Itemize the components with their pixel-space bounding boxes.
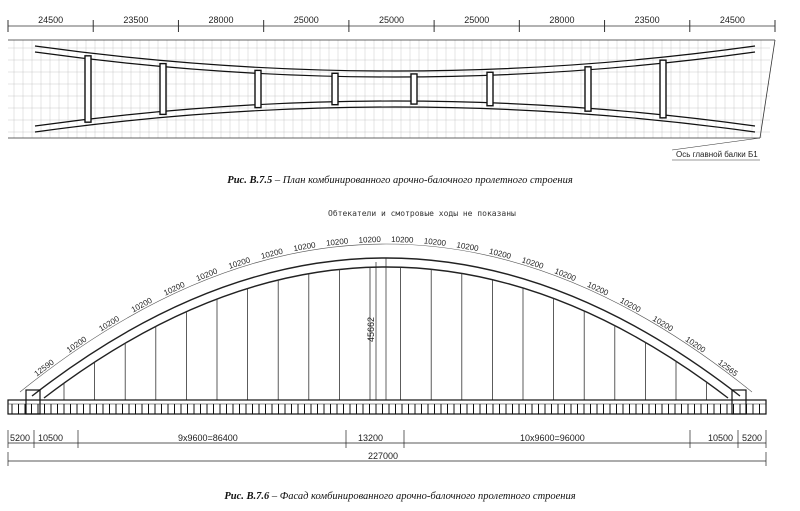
axis-label: Ось главной балки Б1 bbox=[676, 150, 758, 159]
plan-top-chord-inner bbox=[34, 51, 756, 78]
arch-dim-18: 10200 bbox=[618, 296, 642, 315]
plan-dim-8: 24500 bbox=[720, 15, 745, 25]
arch-dim-15: 10200 bbox=[521, 255, 545, 271]
crossbeam bbox=[584, 66, 592, 112]
bottom-dim-5: 10x9600=96000 bbox=[520, 433, 585, 443]
arch-dim-20: 10200 bbox=[684, 335, 708, 355]
axis-leader bbox=[671, 137, 761, 151]
right-support bbox=[731, 389, 747, 415]
bottom-dim-4: 13200 bbox=[358, 433, 383, 443]
arch-dim-11: 10200 bbox=[391, 235, 414, 245]
bottom-ticks bbox=[7, 430, 767, 466]
arch-dim-3: 10200 bbox=[130, 296, 154, 315]
plan-dim-texts: 24500 23500 28000 25000 25000 25000 28000 23500… bbox=[38, 15, 745, 25]
crossbeam bbox=[331, 72, 339, 106]
arch-dim-21: 12565 bbox=[716, 358, 740, 379]
crossbeam bbox=[410, 73, 418, 105]
bottom-dim-6: 10500 bbox=[708, 433, 733, 443]
arch-dim-13: 10200 bbox=[456, 240, 480, 253]
caption-plan-text: – План комбинированного арочно-балочного… bbox=[272, 175, 573, 186]
crossbeam bbox=[159, 62, 167, 116]
plan-top-chord bbox=[34, 45, 756, 72]
arch-dim-5: 10200 bbox=[195, 266, 220, 283]
plan-dim-5: 25000 bbox=[464, 15, 489, 25]
arch-dim-10: 10200 bbox=[358, 235, 381, 245]
hangers bbox=[63, 267, 707, 400]
arch-dim-9: 10200 bbox=[326, 236, 350, 247]
plan-crossbeams bbox=[84, 55, 667, 123]
crossbeam bbox=[659, 59, 667, 119]
caption-plan-label: Рис. В.7.5 bbox=[227, 175, 273, 186]
arch-dim-6: 10200 bbox=[227, 255, 251, 271]
plan-dim-1: 23500 bbox=[123, 15, 148, 25]
arch-dim-19: 10200 bbox=[651, 314, 675, 334]
plan-grid bbox=[8, 40, 770, 138]
arch-dim-4: 10200 bbox=[162, 280, 186, 298]
crossbeam bbox=[254, 69, 262, 109]
arch-dim-2: 10200 bbox=[97, 314, 121, 334]
plan-dim-6: 28000 bbox=[549, 15, 574, 25]
arch-dim-8: 10200 bbox=[293, 240, 317, 253]
plan-dim-0: 24500 bbox=[38, 15, 63, 25]
bottom-dim-3: 9x9600=86400 bbox=[178, 433, 238, 443]
bottom-dim-7: 5200 bbox=[742, 433, 762, 443]
plan-dim-2: 28000 bbox=[209, 15, 234, 25]
arch-dim-14: 10200 bbox=[488, 247, 512, 261]
total-dim: 227000 bbox=[368, 451, 398, 461]
facade-view bbox=[7, 243, 767, 466]
arch-dim-12: 10200 bbox=[423, 236, 447, 247]
plan-bottom-chord bbox=[34, 106, 756, 133]
crossbeam bbox=[486, 71, 494, 107]
caption-facade: Рис. В.7.6 – Фасад комбинированного ароч… bbox=[0, 491, 800, 502]
plan-view bbox=[7, 20, 776, 161]
bottom-dim-1: 5200 bbox=[10, 433, 30, 443]
bottom-dim-2: 10500 bbox=[38, 433, 63, 443]
rise-dim: 45662 bbox=[366, 317, 376, 342]
facade-note: Обтекатели и смотровые ходы не показаны bbox=[328, 208, 516, 218]
plan-dim-ticks bbox=[7, 20, 776, 32]
deck-girder bbox=[7, 399, 767, 415]
caption-facade-label: Рис. В.7.6 bbox=[224, 491, 270, 502]
arch-dim-1: 10200 bbox=[65, 334, 89, 354]
caption-facade-text: – Фасад комбинированного арочно-балочног… bbox=[269, 491, 576, 502]
plan-dim-3: 25000 bbox=[294, 15, 319, 25]
plan-bottom-chord-inner bbox=[34, 100, 756, 127]
arch-dim-7: 10200 bbox=[260, 247, 284, 261]
arch-dim-17: 10200 bbox=[586, 280, 610, 298]
arch-dim-curve bbox=[19, 243, 753, 393]
arch-dim-16: 10200 bbox=[553, 267, 578, 284]
plan-edge-right bbox=[759, 39, 776, 139]
left-support bbox=[25, 389, 41, 415]
caption-plan: Рис. В.7.5 – План комбинированного арочн… bbox=[0, 175, 800, 186]
plan-dim-4: 25000 bbox=[379, 15, 404, 25]
deck-ticks bbox=[11, 404, 760, 414]
crossbeam bbox=[84, 55, 92, 123]
plan-dim-7: 23500 bbox=[635, 15, 660, 25]
arch-dim-0: 12590 bbox=[33, 357, 57, 378]
